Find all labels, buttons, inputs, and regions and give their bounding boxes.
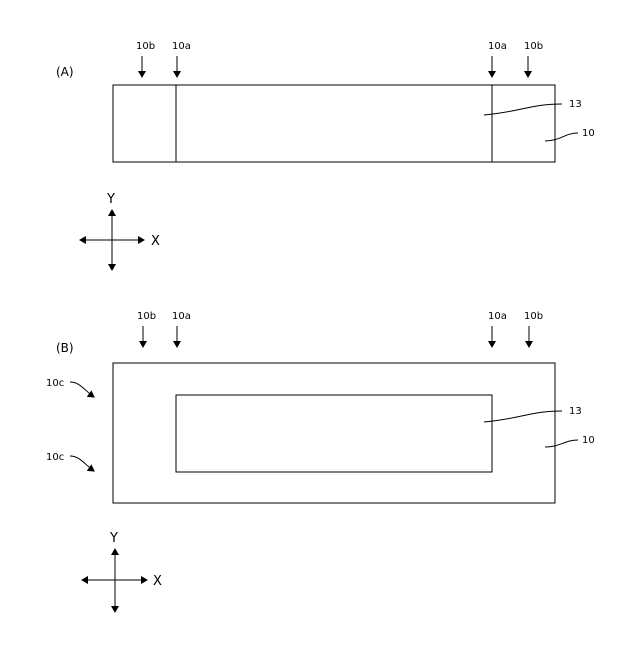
callout-10b-left: 10b [137,311,156,322]
callout-10a-right: 10a [488,311,507,322]
axis-indicator: Y X [80,192,160,270]
region-13 [176,395,492,472]
panel-b-label: (B) [56,341,74,355]
panel-a-label: (A) [56,65,74,79]
x-axis-label: X [151,234,160,249]
callout-10a-right: 10a [488,41,507,52]
ref-label-13: 13 [569,99,582,110]
callout-10b-right: 10b [524,41,543,52]
leader-line-10 [545,440,578,447]
leader-line-13 [484,411,562,422]
axis-indicator: Y X [82,531,162,612]
side-label-10c-lower: 10c [46,452,64,463]
y-axis-label: Y [109,531,118,546]
callout-10a-left: 10a [172,41,191,52]
callout-10b-right: 10b [524,311,543,322]
curved-arrow-icon [70,456,94,471]
substrate-10 [113,363,555,503]
side-label-10c-upper: 10c [46,378,64,389]
leader-line-13 [484,104,562,115]
leader-line-10 [545,133,578,141]
ref-label-10: 10 [582,128,595,139]
ref-label-10: 10 [582,435,595,446]
curved-arrow-icon [70,382,94,397]
panel-a: (A) 10b 10a 10a 10b 13 10 Y X [56,41,595,270]
x-axis-label: X [153,574,162,589]
callout-10b-left: 10b [136,41,155,52]
ref-label-13: 13 [569,406,582,417]
substrate-10 [113,85,555,162]
callout-10a-left: 10a [172,311,191,322]
panel-b: (B) 10b 10a 10a 10b 10c 10c 13 10 Y X [46,311,595,612]
y-axis-label: Y [106,192,115,207]
